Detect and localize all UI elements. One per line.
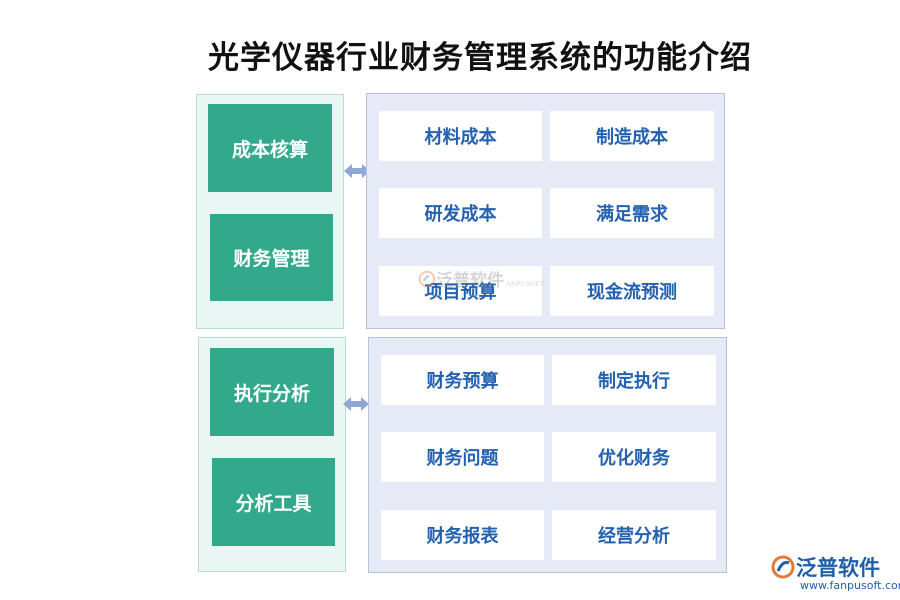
group-1-cell-3: 研发成本 [379,188,542,238]
brand-name: 泛普软件 [796,556,880,580]
watermark-text: 泛普软件 [436,271,504,291]
group-1-cell-2: 制造成本 [550,111,714,161]
page-title: 光学仪器行业财务管理系统的功能介绍 [208,40,752,76]
group-2-item-1: 执行分析 [210,348,334,436]
group-1-cell-4: 满足需求 [550,188,714,238]
group-1-cell-1: 材料成本 [379,111,542,161]
group-1-cell-5: 项目预算 [379,266,542,316]
group-1-item-2: 财务管理 [210,214,333,301]
group-2-item-2: 分析工具 [212,458,335,546]
watermark: 泛普软件 ANPUSOFT [418,266,544,291]
group-1-cell-6: 现金流预测 [550,266,714,316]
fanpu-logo-icon [771,555,795,579]
group-2-cell-1: 财务预算 [381,355,544,405]
watermark-logo-icon [418,270,436,287]
group-2-cell-2: 制定执行 [552,355,716,405]
group-2-cell-5: 财务报表 [381,510,544,560]
brand-logo: 泛普软件 www.fanpusoft.com [770,552,900,597]
group-2-cell-4: 优化财务 [552,432,716,482]
double-arrow-icon [343,397,369,411]
brand-url: www.fanpusoft.com [800,579,900,592]
group-2-cell-6: 经营分析 [552,510,716,560]
double-arrow-icon [344,164,370,178]
watermark-sub: ANPUSOFT [506,281,545,288]
group-2-cell-3: 财务问题 [381,432,544,482]
group-1-item-1: 成本核算 [208,104,332,192]
